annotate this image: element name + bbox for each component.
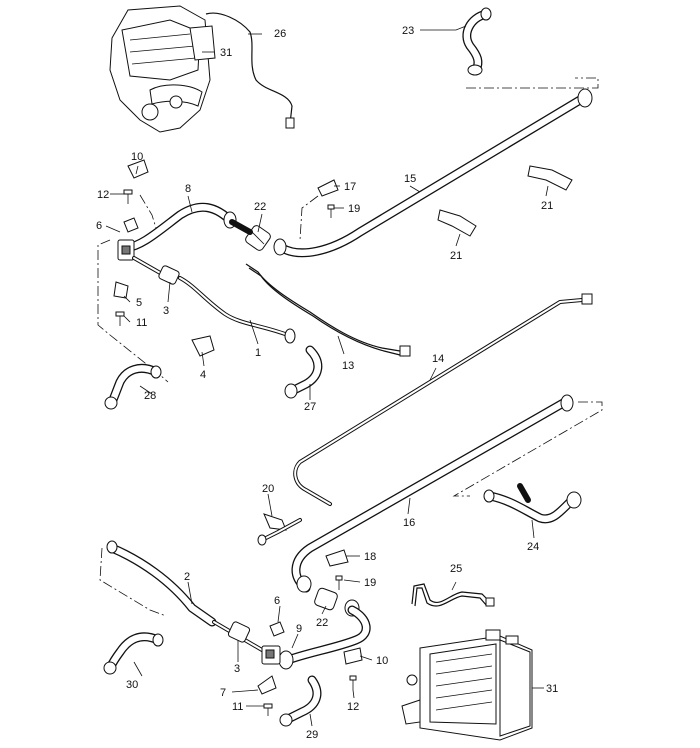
callout-5: 5 bbox=[136, 297, 142, 309]
callout-2: 2 bbox=[184, 571, 190, 583]
screw-11-bottom bbox=[263, 703, 273, 716]
clamp-21a bbox=[437, 209, 477, 237]
hose-24 bbox=[483, 483, 582, 524]
bracket-10-top bbox=[127, 159, 149, 179]
callout-12-bottom: 12 bbox=[347, 701, 359, 713]
callout-23: 23 bbox=[402, 25, 414, 37]
callout-20: 20 bbox=[262, 483, 274, 495]
hose-27 bbox=[284, 345, 323, 399]
callout-31-top: 31 bbox=[220, 47, 232, 59]
callout-22-bottom: 22 bbox=[316, 617, 328, 629]
hose-8 bbox=[119, 202, 237, 253]
callout-3-top: 3 bbox=[163, 305, 169, 317]
callout-18: 18 bbox=[364, 551, 376, 563]
bracket-20 bbox=[263, 513, 287, 531]
callout-6-bottom: 6 bbox=[274, 595, 280, 607]
callout-25: 25 bbox=[450, 563, 462, 575]
pipe-15 bbox=[273, 88, 593, 258]
callout-6-top: 6 bbox=[96, 220, 102, 232]
callout-27: 27 bbox=[304, 401, 316, 413]
connector-6-top bbox=[117, 217, 139, 261]
wire-13b bbox=[248, 267, 405, 357]
wire-26 bbox=[205, 12, 293, 125]
wire-25 bbox=[411, 583, 491, 605]
clamp-18 bbox=[325, 549, 349, 567]
bracket-10-bottom bbox=[343, 647, 363, 665]
hose-28 bbox=[104, 363, 162, 410]
dash-17 bbox=[299, 195, 319, 241]
bracket-5 bbox=[113, 281, 129, 299]
callout-3-bottom: 3 bbox=[234, 663, 240, 675]
screw-19-bottom bbox=[335, 575, 343, 590]
callout-29: 29 bbox=[306, 729, 318, 741]
clamp-17 bbox=[317, 179, 339, 197]
radiator-unit bbox=[401, 629, 533, 741]
callout-11-bottom: 11 bbox=[232, 701, 243, 713]
engine-unit-top bbox=[109, 5, 216, 133]
bracket-7 bbox=[257, 675, 277, 695]
callout-11-top: 11 bbox=[136, 317, 147, 329]
callout-13: 13 bbox=[342, 360, 354, 372]
pipe-14 bbox=[293, 293, 593, 506]
screw-12-bottom bbox=[349, 675, 357, 690]
pipe-2 bbox=[106, 540, 264, 652]
callout-12-top: 12 bbox=[97, 189, 109, 201]
callout-21-left: 21 bbox=[450, 250, 462, 262]
wire-25-connector bbox=[485, 597, 495, 607]
callout-28: 28 bbox=[144, 390, 156, 402]
callout-21-right: 21 bbox=[541, 200, 553, 212]
pipe-1 bbox=[132, 256, 296, 344]
callout-17: 17 bbox=[344, 181, 356, 193]
connector-6-bottom bbox=[261, 621, 285, 665]
clamp-21b bbox=[527, 165, 573, 191]
hose-8-joint bbox=[229, 219, 253, 235]
callout-7: 7 bbox=[220, 687, 226, 699]
bracket-4 bbox=[191, 335, 215, 357]
callout-31-bottom: 31 bbox=[546, 683, 558, 695]
screw-11-top bbox=[115, 311, 125, 326]
callout-24: 24 bbox=[527, 541, 539, 553]
callout-8: 8 bbox=[185, 183, 191, 195]
dash-10 bbox=[139, 194, 157, 229]
hose-23 bbox=[462, 7, 492, 76]
pipe-14-branch-end bbox=[257, 534, 267, 546]
callout-19-bottom: 19 bbox=[364, 577, 376, 589]
dash-24 bbox=[452, 401, 603, 497]
hose-9 bbox=[278, 605, 371, 670]
callout-labels: 26 31 23 10 12 8 22 6 5 11 3 1 4 13 17 1… bbox=[96, 25, 558, 741]
hose-30 bbox=[103, 632, 164, 675]
wire-26-connector bbox=[285, 117, 295, 129]
callout-9: 9 bbox=[296, 623, 302, 635]
callout-30: 30 bbox=[126, 679, 138, 691]
callout-19-top: 19 bbox=[348, 203, 360, 215]
callout-15: 15 bbox=[404, 173, 416, 185]
callout-26: 26 bbox=[274, 28, 286, 40]
hose-29 bbox=[279, 675, 322, 727]
leader-lines bbox=[105, 25, 549, 727]
screw-19-top bbox=[327, 204, 335, 218]
callout-4: 4 bbox=[200, 369, 206, 381]
dash-23 bbox=[466, 77, 599, 89]
callout-22-top: 22 bbox=[254, 201, 266, 213]
dash-28 bbox=[97, 239, 169, 383]
wire-25b bbox=[414, 587, 488, 607]
wire-13-connector bbox=[399, 345, 411, 357]
callout-10-bottom: 10 bbox=[376, 655, 388, 667]
pipe-14-branch-inner bbox=[261, 519, 301, 541]
wire-13 bbox=[245, 263, 407, 353]
callout-10-top: 10 bbox=[131, 151, 143, 163]
screw-12-top bbox=[123, 189, 133, 204]
callout-16: 16 bbox=[403, 517, 415, 529]
dash-30 bbox=[99, 547, 167, 617]
callout-1: 1 bbox=[255, 347, 261, 359]
callout-14: 14 bbox=[432, 353, 444, 365]
